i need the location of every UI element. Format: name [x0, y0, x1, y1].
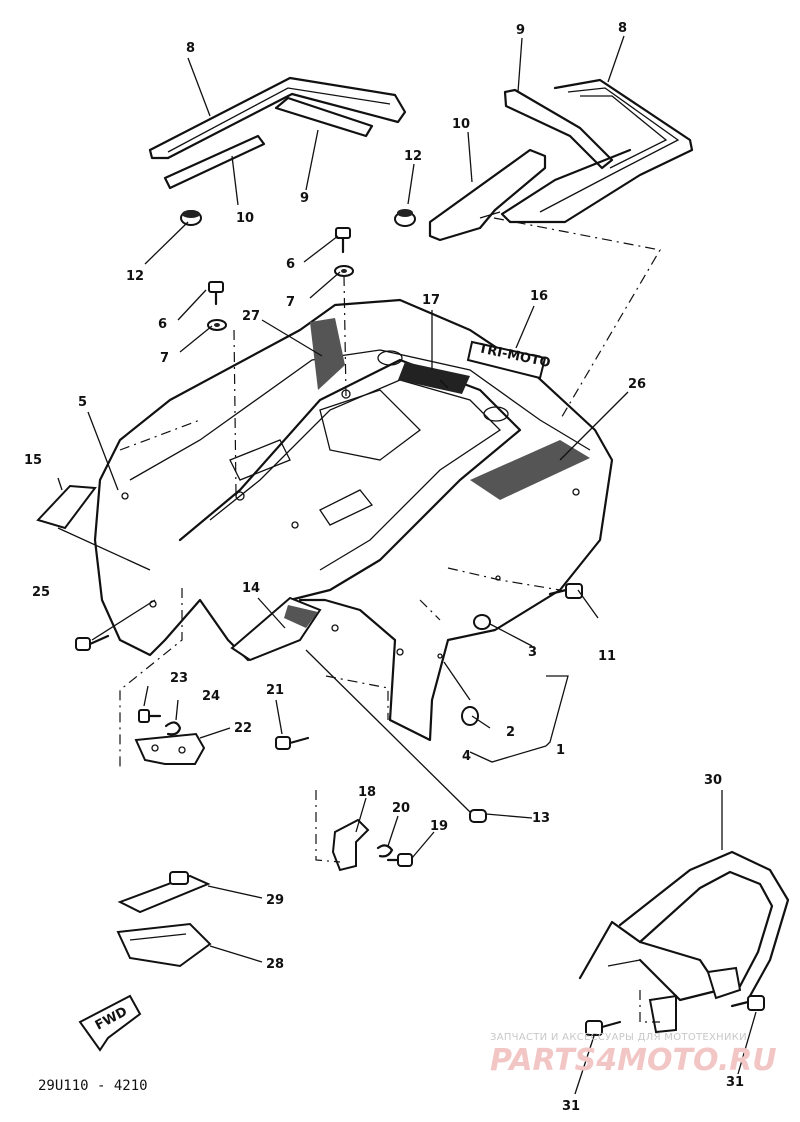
washer-7-lower — [207, 319, 227, 331]
callout-22: 22 — [234, 721, 252, 736]
callout-9: 9 — [516, 23, 525, 38]
bolt-21 — [275, 736, 310, 750]
callout-7: 7 — [286, 295, 295, 310]
callout-10: 10 — [452, 117, 470, 132]
watermark-brand: PARTS4MOTO.RU — [490, 1043, 777, 1078]
callout-21: 21 — [266, 683, 284, 698]
clip-20 — [376, 844, 394, 858]
leader-lines — [57, 35, 757, 1095]
bolt-19 — [386, 853, 413, 867]
bolt-6-upper — [335, 227, 351, 254]
callout-2: 2 — [506, 725, 515, 740]
callout-24: 24 — [202, 689, 220, 704]
bolt-31-right — [730, 995, 765, 1011]
rail-8-right — [500, 78, 694, 224]
callout-16: 16 — [530, 289, 548, 304]
rear-fender-5 — [93, 298, 614, 742]
pad-28 — [116, 922, 212, 968]
callout-9: 9 — [300, 191, 309, 206]
rail-8-left — [148, 76, 407, 160]
watermark: ЗАПЧАСТИ И АКСЕССУАРЫ ДЛЯ МОТОТЕХНИКИ PA… — [490, 1032, 777, 1078]
callout-10: 10 — [236, 211, 254, 226]
callout-6: 6 — [286, 257, 295, 272]
reflector-17 — [398, 362, 470, 394]
callout-17: 17 — [422, 293, 440, 308]
callout-11: 11 — [598, 649, 616, 664]
bolt-6-lower — [208, 281, 224, 306]
callout-31: 31 — [562, 1099, 580, 1114]
callout-27: 27 — [242, 309, 260, 324]
callout-23: 23 — [170, 671, 188, 686]
plate-9-left — [274, 96, 374, 138]
fwd-arrow: FWD — [78, 994, 142, 1052]
mud-guard-14 — [230, 596, 322, 662]
washer-7-upper — [334, 265, 354, 277]
callout-30: 30 — [704, 773, 722, 788]
callout-6: 6 — [158, 317, 167, 332]
plate-10-right — [428, 148, 547, 242]
callout-18: 18 — [358, 785, 376, 800]
callout-19: 19 — [430, 819, 448, 834]
callout-25: 25 — [32, 585, 50, 600]
clip-24 — [164, 721, 182, 736]
watermark-tagline: ЗАПЧАСТИ И АКСЕССУАРЫ ДЛЯ МОТОТЕХНИКИ — [490, 1032, 747, 1043]
callout-8: 8 — [186, 41, 195, 56]
callout-1: 1 — [556, 743, 565, 758]
strap-29 — [117, 871, 211, 914]
bolt-25 — [75, 634, 110, 651]
callout-3: 3 — [528, 645, 537, 660]
bolt-13 — [469, 809, 487, 823]
callout-numbers: 8 9 8 10 12 9 10 12 6 7 17 16 6 27 7 26 … — [24, 21, 744, 1114]
emblem-16: TRI-MOTO — [466, 340, 552, 380]
callout-15: 15 — [24, 453, 42, 468]
bracket-22 — [134, 732, 206, 765]
callout-7: 7 — [160, 351, 169, 366]
bracket-18 — [331, 818, 370, 872]
callout-14: 14 — [242, 581, 260, 596]
callout-31: 31 — [726, 1075, 744, 1090]
callout-20: 20 — [392, 801, 410, 816]
grab-bar-30 — [578, 850, 790, 1034]
drawing-code: 29U110 - 4210 — [38, 1078, 148, 1094]
callout-4: 4 — [462, 749, 471, 764]
callout-12: 12 — [404, 149, 422, 164]
bolt-2 — [461, 706, 479, 726]
callout-8: 8 — [618, 21, 627, 36]
bolt-31-left — [585, 1020, 622, 1036]
callout-13: 13 — [532, 811, 550, 826]
bolt-23 — [138, 709, 162, 723]
callout-29: 29 — [266, 893, 284, 908]
grommet-12-right — [394, 209, 416, 227]
bolt-11 — [548, 583, 583, 599]
plate-10-left — [163, 134, 266, 190]
callout-5: 5 — [78, 395, 87, 410]
callout-12: 12 — [126, 269, 144, 284]
grommet-12-left — [180, 210, 202, 226]
callout-28: 28 — [266, 957, 284, 972]
callout-26: 26 — [628, 377, 646, 392]
mud-flap-15 — [36, 484, 97, 530]
plate-9-right — [503, 88, 614, 170]
nut-3 — [473, 614, 491, 630]
